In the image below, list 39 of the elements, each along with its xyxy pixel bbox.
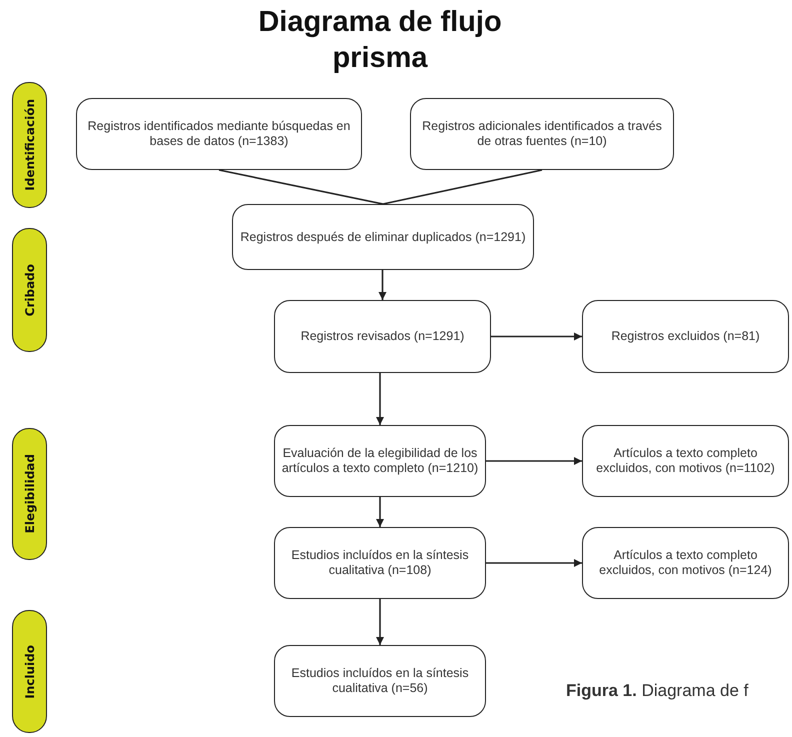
process-box	[76, 98, 362, 170]
box-text: Registros después de eliminar duplicados (n=1291)	[240, 230, 526, 244]
process-box	[232, 204, 534, 270]
process-box	[274, 645, 486, 717]
process-box	[582, 527, 789, 599]
phase-text: Cribado	[22, 264, 36, 316]
process-box	[582, 425, 789, 497]
figure-caption: Figura 1. Diagrama de f	[566, 681, 748, 701]
arrow	[486, 559, 582, 567]
phase-label	[12, 228, 47, 352]
connector-line	[382, 169, 542, 205]
connector-line	[218, 169, 384, 205]
box-text: Registros identificados mediante búsquedas en bases de datos (n=1383)	[86, 119, 352, 149]
box-text: Evaluación de la elegibilidad de los artículos a texto completo (n=1210)	[280, 446, 480, 476]
phase-label	[12, 610, 47, 733]
process-box	[274, 300, 491, 373]
arrow	[376, 497, 384, 527]
arrow	[376, 373, 384, 425]
process-box	[410, 98, 674, 170]
box-text: Registros excluidos (n=81)	[611, 329, 760, 344]
box-text: Artículos a texto completo excluidos, con motivos (n=1102)	[595, 446, 776, 476]
arrow	[491, 332, 582, 340]
process-box	[274, 527, 486, 599]
phase-label	[12, 82, 47, 208]
box-text: Registros revisados (n=1291)	[300, 329, 464, 344]
phase-text: Incluido	[22, 644, 36, 698]
diagram-title: Diagrama de flujo prisma	[257, 5, 503, 76]
box-text: Artículos a texto completo excluidos, con motivos (n=124)	[598, 548, 773, 578]
arrow	[486, 457, 582, 465]
arrow	[376, 599, 384, 645]
box-text: Estudios incluídos en la síntesis cualitativa (n=108)	[290, 548, 470, 578]
phase-text: Elegibilidad	[22, 454, 36, 534]
phase-label	[12, 428, 47, 560]
process-box	[582, 300, 789, 373]
arrow	[378, 270, 386, 300]
phase-text: Identificación	[22, 99, 36, 191]
box-text: Estudios incluídos en la síntesis cualitativa (n=56)	[290, 666, 470, 696]
box-text: Registros adicionales identificados a través de otras fuentes (n=10)	[421, 119, 663, 149]
process-box	[274, 425, 486, 497]
